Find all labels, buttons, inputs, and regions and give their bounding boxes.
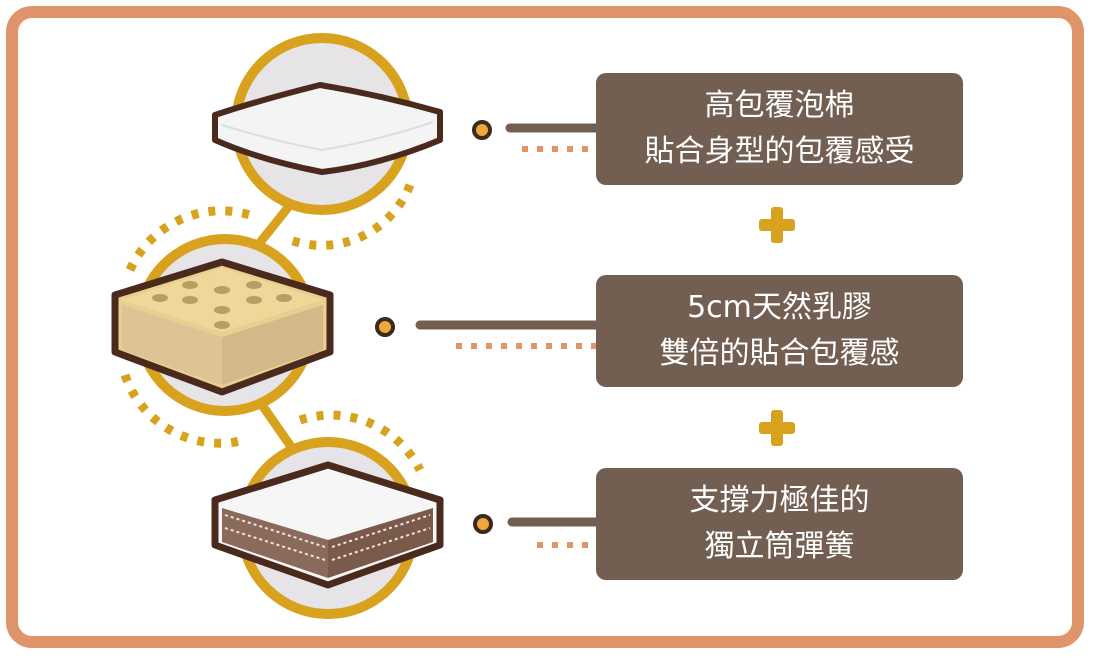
foam-layer-icon <box>212 82 443 175</box>
feature-title: 支撐力極佳的 <box>689 483 870 518</box>
connector-line <box>254 202 294 248</box>
feature-box-spring: 支撐力極佳的 獨立筒彈簧 <box>596 468 963 580</box>
dotted-arc <box>120 373 247 448</box>
plus-icon <box>759 410 795 446</box>
feature-desc: 獨立筒彈簧 <box>704 529 855 564</box>
dotted-arc <box>125 206 252 272</box>
feature-title: 高包覆泡棉 <box>704 88 855 123</box>
latex-block-icon <box>111 258 334 396</box>
feature-box-latex: 5cm天然乳膠 雙倍的貼合包覆感 <box>596 275 963 387</box>
connector-line <box>258 402 296 451</box>
feature-desc: 雙倍的貼合包覆感 <box>659 336 900 371</box>
feature-desc: 貼合身型的包覆感受 <box>644 134 915 169</box>
dotted-arc <box>298 410 425 473</box>
plus-icon <box>759 207 795 243</box>
feature-title: 5cm天然乳膠 <box>687 290 872 325</box>
pocket-spring-icon <box>211 461 444 589</box>
dotted-arc <box>288 183 415 250</box>
feature-box-foam: 高包覆泡棉 貼合身型的包覆感受 <box>596 73 963 185</box>
leader-lines <box>375 120 605 548</box>
